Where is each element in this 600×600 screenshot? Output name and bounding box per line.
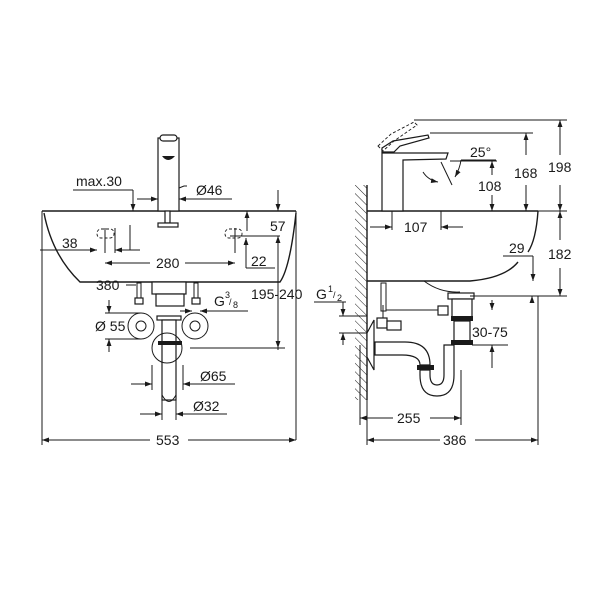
waste-trap-side [366,282,475,397]
wall-hatched [355,185,368,400]
tap-holes-front [96,228,243,253]
dim-faucet-diameter: Ø46 [196,182,223,198]
svg-text:2: 2 [337,293,342,303]
dim-trap-projection: 255 [397,410,421,426]
dim-overflow-offset: 22 [251,253,267,269]
dim-supply-height-range: 195-240 [251,286,303,302]
waste-trap-front [127,281,209,402]
dim-wall-thread: G 1 / 2 [316,284,342,303]
side-dimensions [314,119,567,445]
dim-overall-width: 553 [156,432,180,448]
dim-overall-depth: 386 [443,432,467,448]
svg-text:3: 3 [225,290,230,300]
faucet-side [377,121,453,212]
svg-text:/: / [333,290,336,300]
dim-trap-adjust-range: 30-75 [472,324,508,340]
dim-lever-angle: 25° [470,144,491,160]
front-view: max.30 Ø46 57 38 280 22 380 195-240 G 3 … [40,134,303,448]
dim-tap-hole-spacing: 280 [156,255,180,271]
svg-text:8: 8 [233,300,238,310]
side-view: 25° 168 198 108 107 29 182 G 1 / 2 30-75… [314,119,572,448]
front-dimensions [40,189,297,445]
faucet-front [157,134,187,228]
svg-text:1: 1 [328,284,333,294]
dim-tap-hole-offset: 38 [62,235,78,251]
dim-rosette-diameter: Ø 55 [95,318,126,334]
dim-total-faucet-height: 198 [548,159,572,175]
svg-text:/: / [229,297,232,307]
dim-rim-offset: 29 [509,240,525,256]
dim-basin-height: 182 [548,246,572,262]
dim-spout-reach: 107 [404,219,428,235]
dim-spout-height: 108 [478,178,502,194]
dim-waste-diameter: Ø32 [193,398,220,414]
svg-text:G: G [214,293,225,309]
dim-overflow-height: 57 [270,218,286,234]
dim-basin-bottom-width: 380 [96,277,120,293]
dim-trap-diameter: Ø65 [200,368,227,384]
dim-faucet-height: 168 [514,165,538,181]
dim-supply-thread: G 3 / 8 [214,290,238,310]
dim-max-30: max.30 [76,173,122,189]
svg-text:G: G [316,286,327,302]
